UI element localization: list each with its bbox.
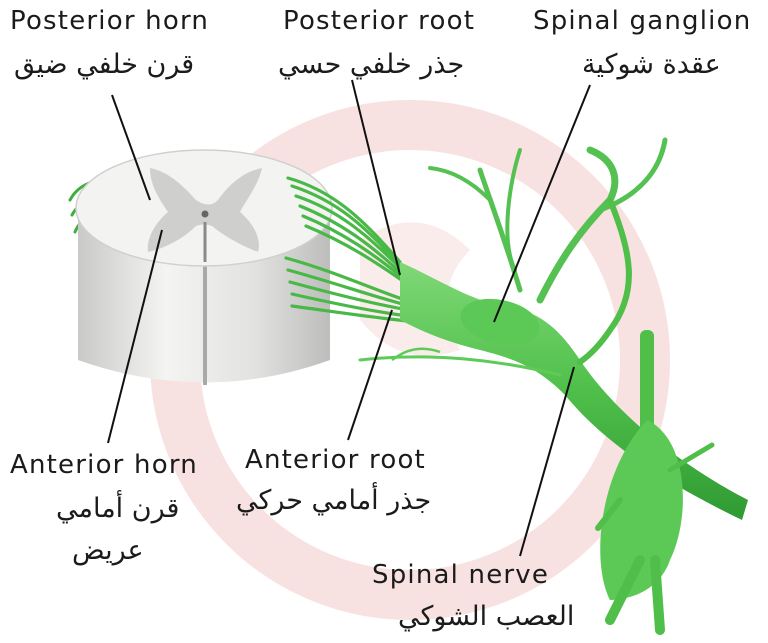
posterior-root-arabic-label: جذر خلفي حسي [278,50,464,80]
anterior-horn-arabic-label-line1: قرن أمامي [56,494,179,524]
spinal-nerve-label: Spinal nerve [372,560,549,590]
spinal-nerve-arabic-label: العصب الشوكي [398,602,574,632]
spinal-ganglion-label: Spinal ganglion [533,6,751,36]
anterior-root-arabic-label: جذر أمامي حركي [236,486,431,516]
posterior-root-label: Posterior root [283,6,475,36]
anterior-horn-arabic-label-line2: عريض [72,536,144,566]
anterior-horn-label: Anterior horn [10,450,198,480]
posterior-horn-label: Posterior horn [10,6,209,36]
posterior-horn-arabic-label: قرن خلفي ضيق [14,50,194,80]
anterior-root-label: Anterior root [245,445,426,475]
spinal-ganglion-arabic-label: عقدة شوكية [582,50,721,80]
